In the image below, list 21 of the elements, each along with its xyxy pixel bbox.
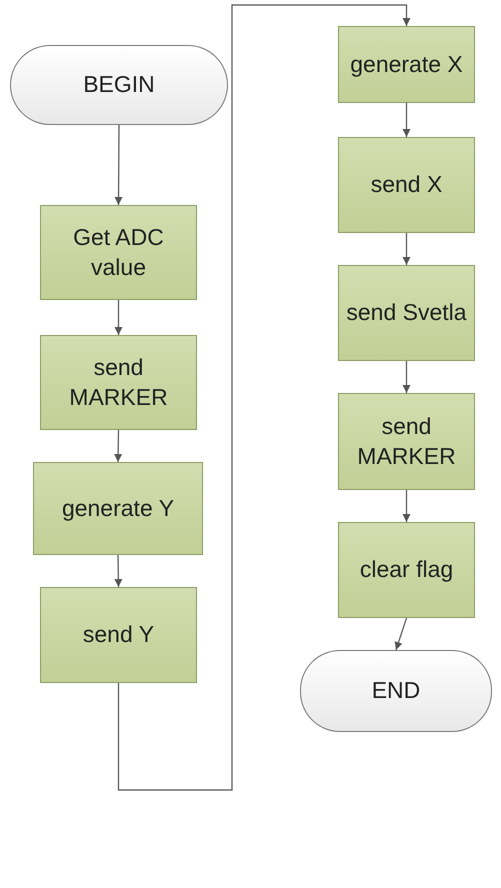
arrow	[402, 233, 410, 265]
arrow	[114, 554, 122, 588]
terminal-node: END	[300, 650, 492, 732]
arrow	[114, 430, 122, 462]
arrow	[402, 103, 410, 137]
arrow	[114, 125, 123, 205]
process-box: send MARKER	[40, 335, 197, 430]
process-box: send Y	[40, 587, 197, 683]
process-box: send MARKER	[338, 393, 475, 490]
process-box: clear flag	[338, 522, 475, 618]
terminal-node: BEGIN	[10, 45, 228, 125]
arrow	[394, 618, 408, 650]
arrow	[402, 490, 410, 522]
arrow	[114, 300, 122, 335]
arrow	[118, 4, 410, 791]
process-box: Get ADC value	[40, 205, 197, 300]
process-box: generate X	[338, 26, 475, 103]
process-box: send Svetla	[338, 265, 475, 361]
process-box: generate Y	[33, 462, 203, 555]
arrow	[402, 361, 410, 393]
process-box: send X	[338, 137, 475, 233]
